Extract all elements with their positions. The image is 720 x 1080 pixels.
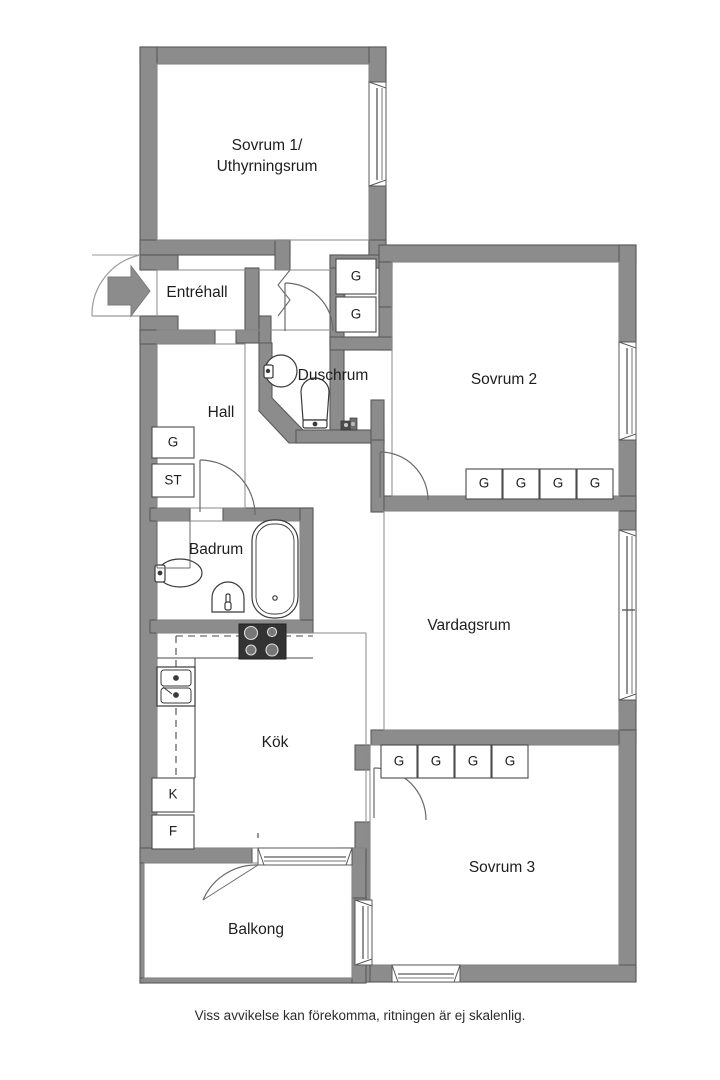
room-label-sovrum1-alt: Uthyrningsrum: [217, 158, 318, 175]
badrum-toilet-icon: [154, 558, 203, 588]
closet-sovrum3-4: G: [491, 744, 529, 779]
fixtures-layer: [152, 354, 358, 838]
closet-label: G: [553, 476, 564, 491]
room-label-kok: Kök: [262, 734, 289, 751]
closet-label: ST: [164, 473, 181, 488]
walls-layer: [139, 46, 637, 984]
closet-label: G: [516, 476, 527, 491]
plan-caption: Viss avvikelse kan förekomma, ritningen …: [194, 1008, 526, 1023]
room-label-entrehall: Entréhall: [166, 284, 227, 301]
room-labels-layer: Sovrum 1/ Uthyrningsrum Entréhall Duschr…: [166, 137, 537, 938]
room-label-duschrum: Duschrum: [298, 367, 369, 384]
kitchen-counter-dashed: [175, 635, 313, 778]
room-label-vardagsrum: Vardagsrum: [427, 617, 510, 634]
closet-label: G: [351, 269, 362, 284]
cooktop-icon: [238, 623, 287, 660]
balcony-door: [257, 847, 353, 866]
room-label-sovrum2: Sovrum 2: [471, 371, 537, 388]
closet-label: F: [169, 824, 177, 839]
closet-label: G: [468, 754, 479, 769]
room-label-sovrum3: Sovrum 3: [469, 859, 535, 876]
closet-label: G: [431, 754, 442, 769]
closet-hall-g: G: [151, 426, 195, 459]
badrum-partition: [156, 521, 191, 569]
room-label-hall: Hall: [208, 404, 235, 421]
window-sovrum1: [368, 81, 387, 187]
closets-layer: G G G ST G G G G: [151, 258, 614, 850]
kitchen-f-cabinet: F: [151, 814, 195, 850]
window-vardagsrum: [618, 529, 637, 701]
duschrum-sink-icon: [263, 354, 298, 388]
closet-label: G: [168, 435, 179, 450]
closet-sovrum3-2: G: [417, 744, 455, 779]
closet-sovrum3-3: G: [454, 744, 492, 779]
kitchen-sink-icon: [156, 666, 196, 707]
windows-layer: [257, 81, 637, 983]
closet-sovrum2-2: G: [502, 468, 540, 500]
washing-machine-icon: [340, 417, 358, 431]
closet-sovrum2-1: G: [465, 468, 503, 500]
duschrum-toilet-icon: [300, 377, 330, 429]
closet-label: G: [479, 476, 490, 491]
window-sovrum3-left: [354, 899, 373, 966]
kitchen-k-cabinet: K: [151, 777, 195, 813]
room-label-sovrum1: Sovrum 1/: [232, 137, 303, 154]
window-sovrum3-bottom: [391, 964, 461, 983]
entrance-arrow: [107, 264, 151, 318]
closet-label: K: [168, 787, 177, 802]
closet-label: G: [590, 476, 601, 491]
inner-outline-layer: [143, 63, 620, 979]
closet-label: G: [505, 754, 516, 769]
closet-label: G: [351, 307, 362, 322]
closet-hall-lower: G: [335, 296, 377, 333]
room-label-balkong: Balkong: [228, 921, 284, 938]
closet-sovrum3-1: G: [380, 744, 418, 779]
closet-sovrum2-4: G: [576, 468, 614, 500]
closet-sovrum2-3: G: [539, 468, 577, 500]
closet-hall-st: ST: [151, 463, 195, 498]
room-label-badrum: Badrum: [189, 541, 243, 558]
badrum-sink-icon: [211, 581, 245, 613]
closet-label: G: [394, 754, 405, 769]
window-sovrum2: [618, 341, 637, 441]
bathtub-icon: [251, 519, 299, 619]
closet-hall-upper: G: [335, 258, 377, 295]
